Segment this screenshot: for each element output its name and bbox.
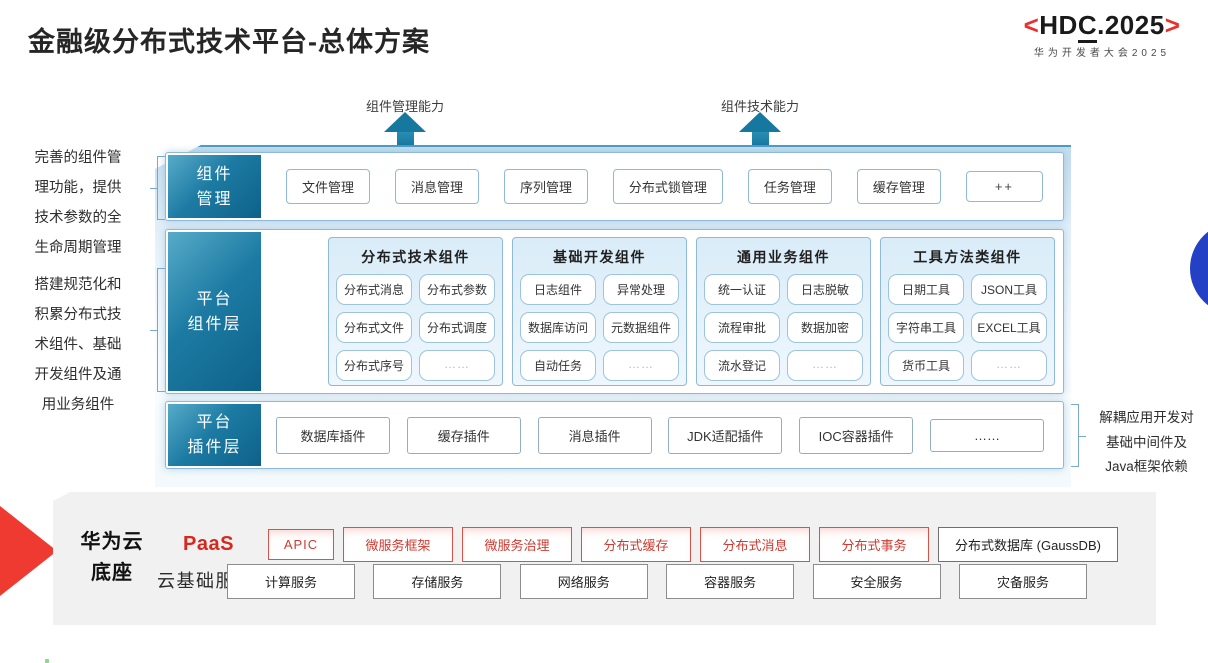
arrow-label-management-capability: 组件管理能力 (365, 99, 444, 114)
component-cell: 异常处理 (603, 274, 679, 305)
paas-item: 分布式消息 (700, 526, 810, 562)
component-cell: 数据加密 (787, 312, 863, 343)
management-item: 分布式锁管理 (612, 169, 723, 204)
plugin-item: JDK适配插件 (668, 416, 783, 454)
layer-row-platform-plugins: 平台 插件层 数据库插件 缓存插件 消息插件 JDK适配插件 IOC容器插件 …… (165, 401, 1064, 469)
component-cell: 分布式文件 (336, 312, 412, 343)
layer-row-platform-components: 平台 组件层 分布式技术组件 分布式消息 分布式参数 分布式文件 分布式调度 分… (165, 229, 1064, 394)
component-cell: 流水登记 (704, 350, 780, 381)
cloud-service-item: 灾备服务 (958, 563, 1087, 599)
column-title: 分布式技术组件 (361, 249, 470, 265)
column-title: 基础开发组件 (553, 249, 646, 265)
cloud-service-item: 计算服务 (227, 563, 355, 599)
management-item: 消息管理 (394, 169, 479, 204)
component-columns: 分布式技术组件 分布式消息 分布式参数 分布式文件 分布式调度 分布式序号 ……… (328, 237, 1055, 386)
blue-circle-decoration (1190, 222, 1208, 315)
component-cell: 流程审批 (704, 312, 780, 343)
arrow-head (384, 112, 426, 132)
note-platform-components: 搭建规范化和 积累分布式技 术组件、基础 开发组件及通 用业务组件 (34, 277, 122, 413)
column-title: 通用业务组件 (737, 249, 830, 265)
column-common-business: 通用业务组件 统一认证 日志脱敏 流程审批 数据加密 流水登记 …… (696, 237, 871, 386)
plugin-item-ellipsis: …… (929, 418, 1044, 452)
component-cell: 分布式序号 (336, 350, 412, 381)
hdc-left-bracket: < (1023, 10, 1040, 40)
management-items: 文件管理 消息管理 序列管理 分布式锁管理 任务管理 缓存管理 ++ (286, 153, 1043, 220)
component-cell: 字符串工具 (888, 312, 964, 343)
cloud-service-item: 存储服务 (373, 563, 502, 599)
cloud-basic-service-items: 计算服务 存储服务 网络服务 容器服务 安全服务 灾备服务 (227, 563, 1087, 599)
column-grid: 日期工具 JSON工具 字符串工具 EXCEL工具 货币工具 …… (888, 274, 1047, 381)
left-bracket-connector-row2 (150, 268, 165, 392)
paas-item: APIC (268, 528, 334, 560)
hdc-logo-text: <HDC.2025> (1000, 10, 1204, 43)
paas-items: APIC 微服务框架 微服务治理 分布式缓存 分布式消息 分布式事务 分布式数据… (268, 526, 1118, 562)
column-distributed-tech: 分布式技术组件 分布式消息 分布式参数 分布式文件 分布式调度 分布式序号 …… (328, 237, 503, 386)
plugin-item: IOC容器插件 (799, 416, 914, 454)
layer-row-component-management: 组件 管理 文件管理 消息管理 序列管理 分布式锁管理 任务管理 缓存管理 ++ (165, 152, 1064, 221)
component-cell: 日志脱敏 (787, 274, 863, 305)
hdc-name-underlined-c: C (1077, 10, 1098, 43)
hdc-name-post: .2025 (1097, 10, 1165, 40)
cloud-service-item: 网络服务 (519, 563, 648, 599)
component-cell: 分布式调度 (419, 312, 495, 343)
red-arrow-decoration (0, 506, 57, 596)
paas-item: 分布式事务 (819, 526, 929, 562)
management-item: 序列管理 (503, 169, 588, 204)
component-cell-ellipsis: …… (419, 350, 495, 381)
management-item: 文件管理 (286, 169, 371, 204)
component-cell-ellipsis: …… (971, 350, 1047, 381)
plugin-items: 数据库插件 缓存插件 消息插件 JDK适配插件 IOC容器插件 …… (276, 402, 1044, 468)
left-bracket-connector-row1 (150, 156, 165, 220)
paas-item: 分布式缓存 (581, 526, 691, 562)
component-cell: 元数据组件 (603, 312, 679, 343)
hdc-logo: <HDC.2025> 华为开发者大会2025 (1000, 10, 1204, 59)
plugin-item: 缓存插件 (406, 416, 521, 454)
arrow-label-technical-capability: 组件技术能力 (720, 99, 799, 114)
component-cell: JSON工具 (971, 274, 1047, 305)
arrow-head (739, 112, 781, 132)
management-item: 任务管理 (747, 169, 832, 204)
note-component-management: 完善的组件管 理功能，提供 技术参数的全 生命周期管理 (34, 150, 122, 256)
layer-label-platform-plugins: 平台 插件层 (168, 404, 261, 466)
component-cell: 数据库访问 (520, 312, 596, 343)
component-cell: 分布式参数 (419, 274, 495, 305)
component-cell: 日志组件 (520, 274, 596, 305)
component-cell: 自动任务 (520, 350, 596, 381)
page-title: 金融级分布式技术平台-总体方案 (28, 27, 430, 57)
component-cell-ellipsis: …… (787, 350, 863, 381)
management-item-more: ++ (965, 171, 1043, 202)
hdc-name-pre: HD (1039, 10, 1078, 40)
paas-item: 微服务框架 (343, 526, 453, 562)
column-grid: 分布式消息 分布式参数 分布式文件 分布式调度 分布式序号 …… (336, 274, 495, 381)
hdc-logo-subtitle: 华为开发者大会2025 (1033, 48, 1171, 59)
column-grid: 统一认证 日志脱敏 流程审批 数据加密 流水登记 …… (704, 274, 863, 381)
right-bracket-connector (1071, 404, 1086, 467)
column-grid: 日志组件 异常处理 数据库访问 元数据组件 自动任务 …… (520, 274, 679, 381)
column-title: 工具方法类组件 (913, 249, 1022, 265)
component-cell: EXCEL工具 (971, 312, 1047, 343)
cloud-service-item: 安全服务 (812, 563, 941, 599)
component-cell: 分布式消息 (336, 274, 412, 305)
component-cell: 日期工具 (888, 274, 964, 305)
column-basic-dev: 基础开发组件 日志组件 异常处理 数据库访问 元数据组件 自动任务 …… (512, 237, 687, 386)
component-cell-ellipsis: …… (603, 350, 679, 381)
paas-item: 微服务治理 (462, 526, 572, 562)
paas-label: PaaS (183, 533, 234, 555)
green-speck-artifact (45, 659, 49, 663)
hdc-right-bracket: > (1164, 10, 1181, 40)
column-tool-methods: 工具方法类组件 日期工具 JSON工具 字符串工具 EXCEL工具 货币工具 …… (880, 237, 1055, 386)
plugin-item: 消息插件 (537, 416, 652, 454)
huawei-cloud-base-label: 华为云 底座 (80, 531, 144, 584)
layer-label-platform-components: 平台 组件层 (168, 232, 261, 391)
component-cell: 货币工具 (888, 350, 964, 381)
component-cell: 统一认证 (704, 274, 780, 305)
layer-label-component-management: 组件 管理 (168, 155, 261, 218)
note-decouple-dependency: 解耦应用开发对 基础中间件及 Java框架依赖 (1099, 410, 1194, 474)
management-item: 缓存管理 (856, 169, 941, 204)
paas-item-gaussdb: 分布式数据库 (GaussDB) (938, 526, 1118, 562)
cloud-service-item: 容器服务 (666, 563, 795, 599)
plugin-item: 数据库插件 (276, 416, 390, 454)
